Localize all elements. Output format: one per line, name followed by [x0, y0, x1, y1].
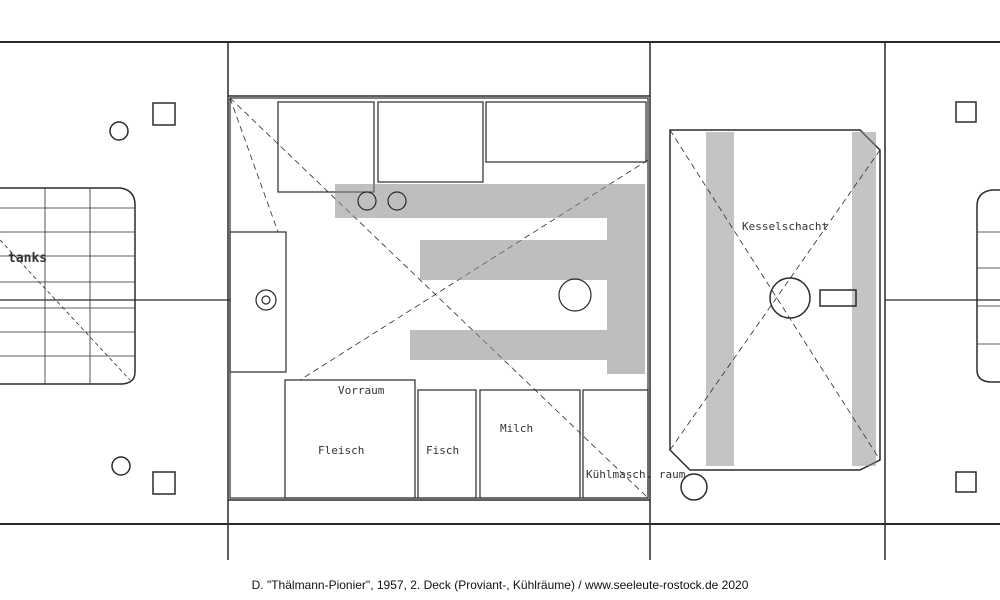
- fisch-label: Fisch: [426, 444, 459, 457]
- provisions-block: [229, 97, 649, 499]
- tanks-left-label: tanks: [8, 251, 47, 266]
- fittings: [109, 101, 977, 501]
- kuehlmaschinen-label: Kühlmasch. raum: [586, 468, 686, 481]
- kesselschacht-label: Kesselschacht: [742, 220, 828, 233]
- equipment-circles: [255, 191, 592, 312]
- hull-outline: [0, 41, 1000, 525]
- vorraum-label: Vorraum: [338, 384, 385, 397]
- right-tank-block: [976, 189, 1000, 383]
- left-tank-block: [0, 187, 136, 385]
- boiler-casing: [669, 129, 881, 471]
- figure-caption: D. "Thälmann-Pionier", 1957, 2. Deck (Pr…: [251, 578, 749, 592]
- milch-label: Milch: [500, 422, 533, 435]
- shaded-equipment: [335, 184, 645, 374]
- fleisch-label: Fleisch: [318, 444, 364, 457]
- bulkheads: [227, 42, 886, 560]
